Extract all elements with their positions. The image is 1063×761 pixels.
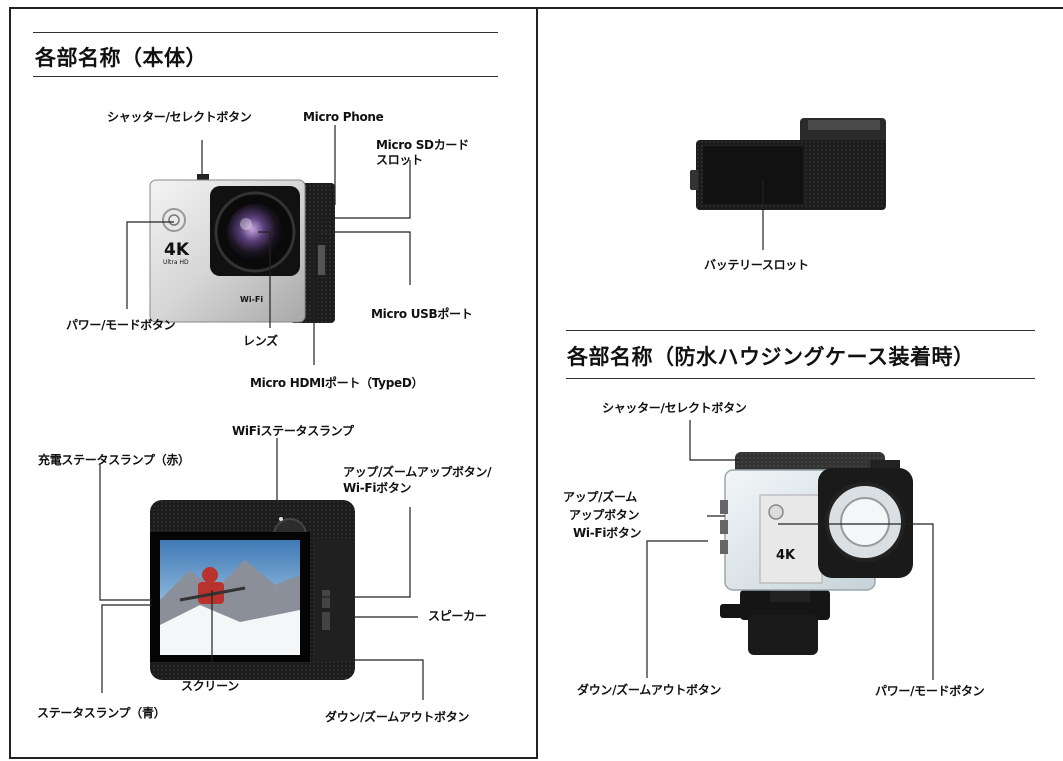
camera-ultrahd-mark: Ultra HD: [163, 259, 189, 266]
label-housing-up-3: Wi-Fiボタン: [573, 526, 642, 540]
label-status-lamp-blue: ステータスランプ（青）: [37, 706, 166, 720]
camera-back-view: [150, 500, 355, 680]
label-housing-shutter: シャッター/セレクトボタン: [602, 401, 747, 415]
camera-front-view: [149, 174, 335, 323]
label-housing-up-1: アップ/ズーム: [563, 490, 637, 504]
left-title-rule-top: [33, 32, 498, 33]
left-title-rule-bottom: [33, 76, 498, 77]
label-sd-slot-1: Micro SDカード: [376, 138, 469, 152]
right-title-rule-bottom: [566, 378, 1035, 379]
left-title: 各部名称（本体）: [35, 46, 207, 70]
label-power-mode: パワー/モードボタン: [66, 318, 176, 332]
camera-wifi-mark: Wi-Fi: [240, 295, 264, 304]
left-panel-frame: [9, 7, 538, 759]
right-title: 各部名称（防水ハウジングケース装着時）: [567, 345, 975, 369]
camera-side-view: [690, 118, 886, 210]
label-housing-down: ダウン/ズームアウトボタン: [577, 683, 722, 697]
label-micro-hdmi: Micro HDMIポート（TypeD）: [250, 376, 424, 390]
camera-4k-mark: 4K: [164, 240, 190, 260]
label-wifi-status-lamp: WiFiステータスランプ: [232, 424, 354, 438]
label-sd-slot-2: スロット: [376, 153, 423, 167]
label-screen: スクリーン: [181, 679, 239, 693]
label-housing-up-2: アップボタン: [569, 508, 640, 522]
label-speaker: スピーカー: [428, 609, 487, 623]
right-title-rule-top: [566, 330, 1035, 331]
label-shutter-select: シャッター/セレクトボタン: [107, 110, 252, 124]
label-down-zoom: ダウン/ズームアウトボタン: [325, 710, 470, 724]
camera-in-waterproof-housing: [720, 452, 913, 655]
right-panel-top-border: [536, 7, 1063, 9]
label-housing-power: パワー/モードボタン: [875, 684, 985, 698]
leader-lines: [99, 125, 934, 700]
label-micro-usb: Micro USBポート: [371, 307, 473, 321]
label-battery-slot: バッテリースロット: [704, 258, 809, 272]
label-up-zoom-2: Wi-Fiボタン: [343, 481, 412, 495]
label-lens: レンズ: [243, 334, 278, 348]
housing-4k-mark: 4K: [776, 548, 796, 563]
label-microphone: Micro Phone: [303, 110, 384, 124]
label-up-zoom-1: アップ/ズームアップボタン/: [343, 465, 492, 479]
label-charge-status-lamp: 充電ステータスランプ（赤）: [38, 453, 190, 467]
